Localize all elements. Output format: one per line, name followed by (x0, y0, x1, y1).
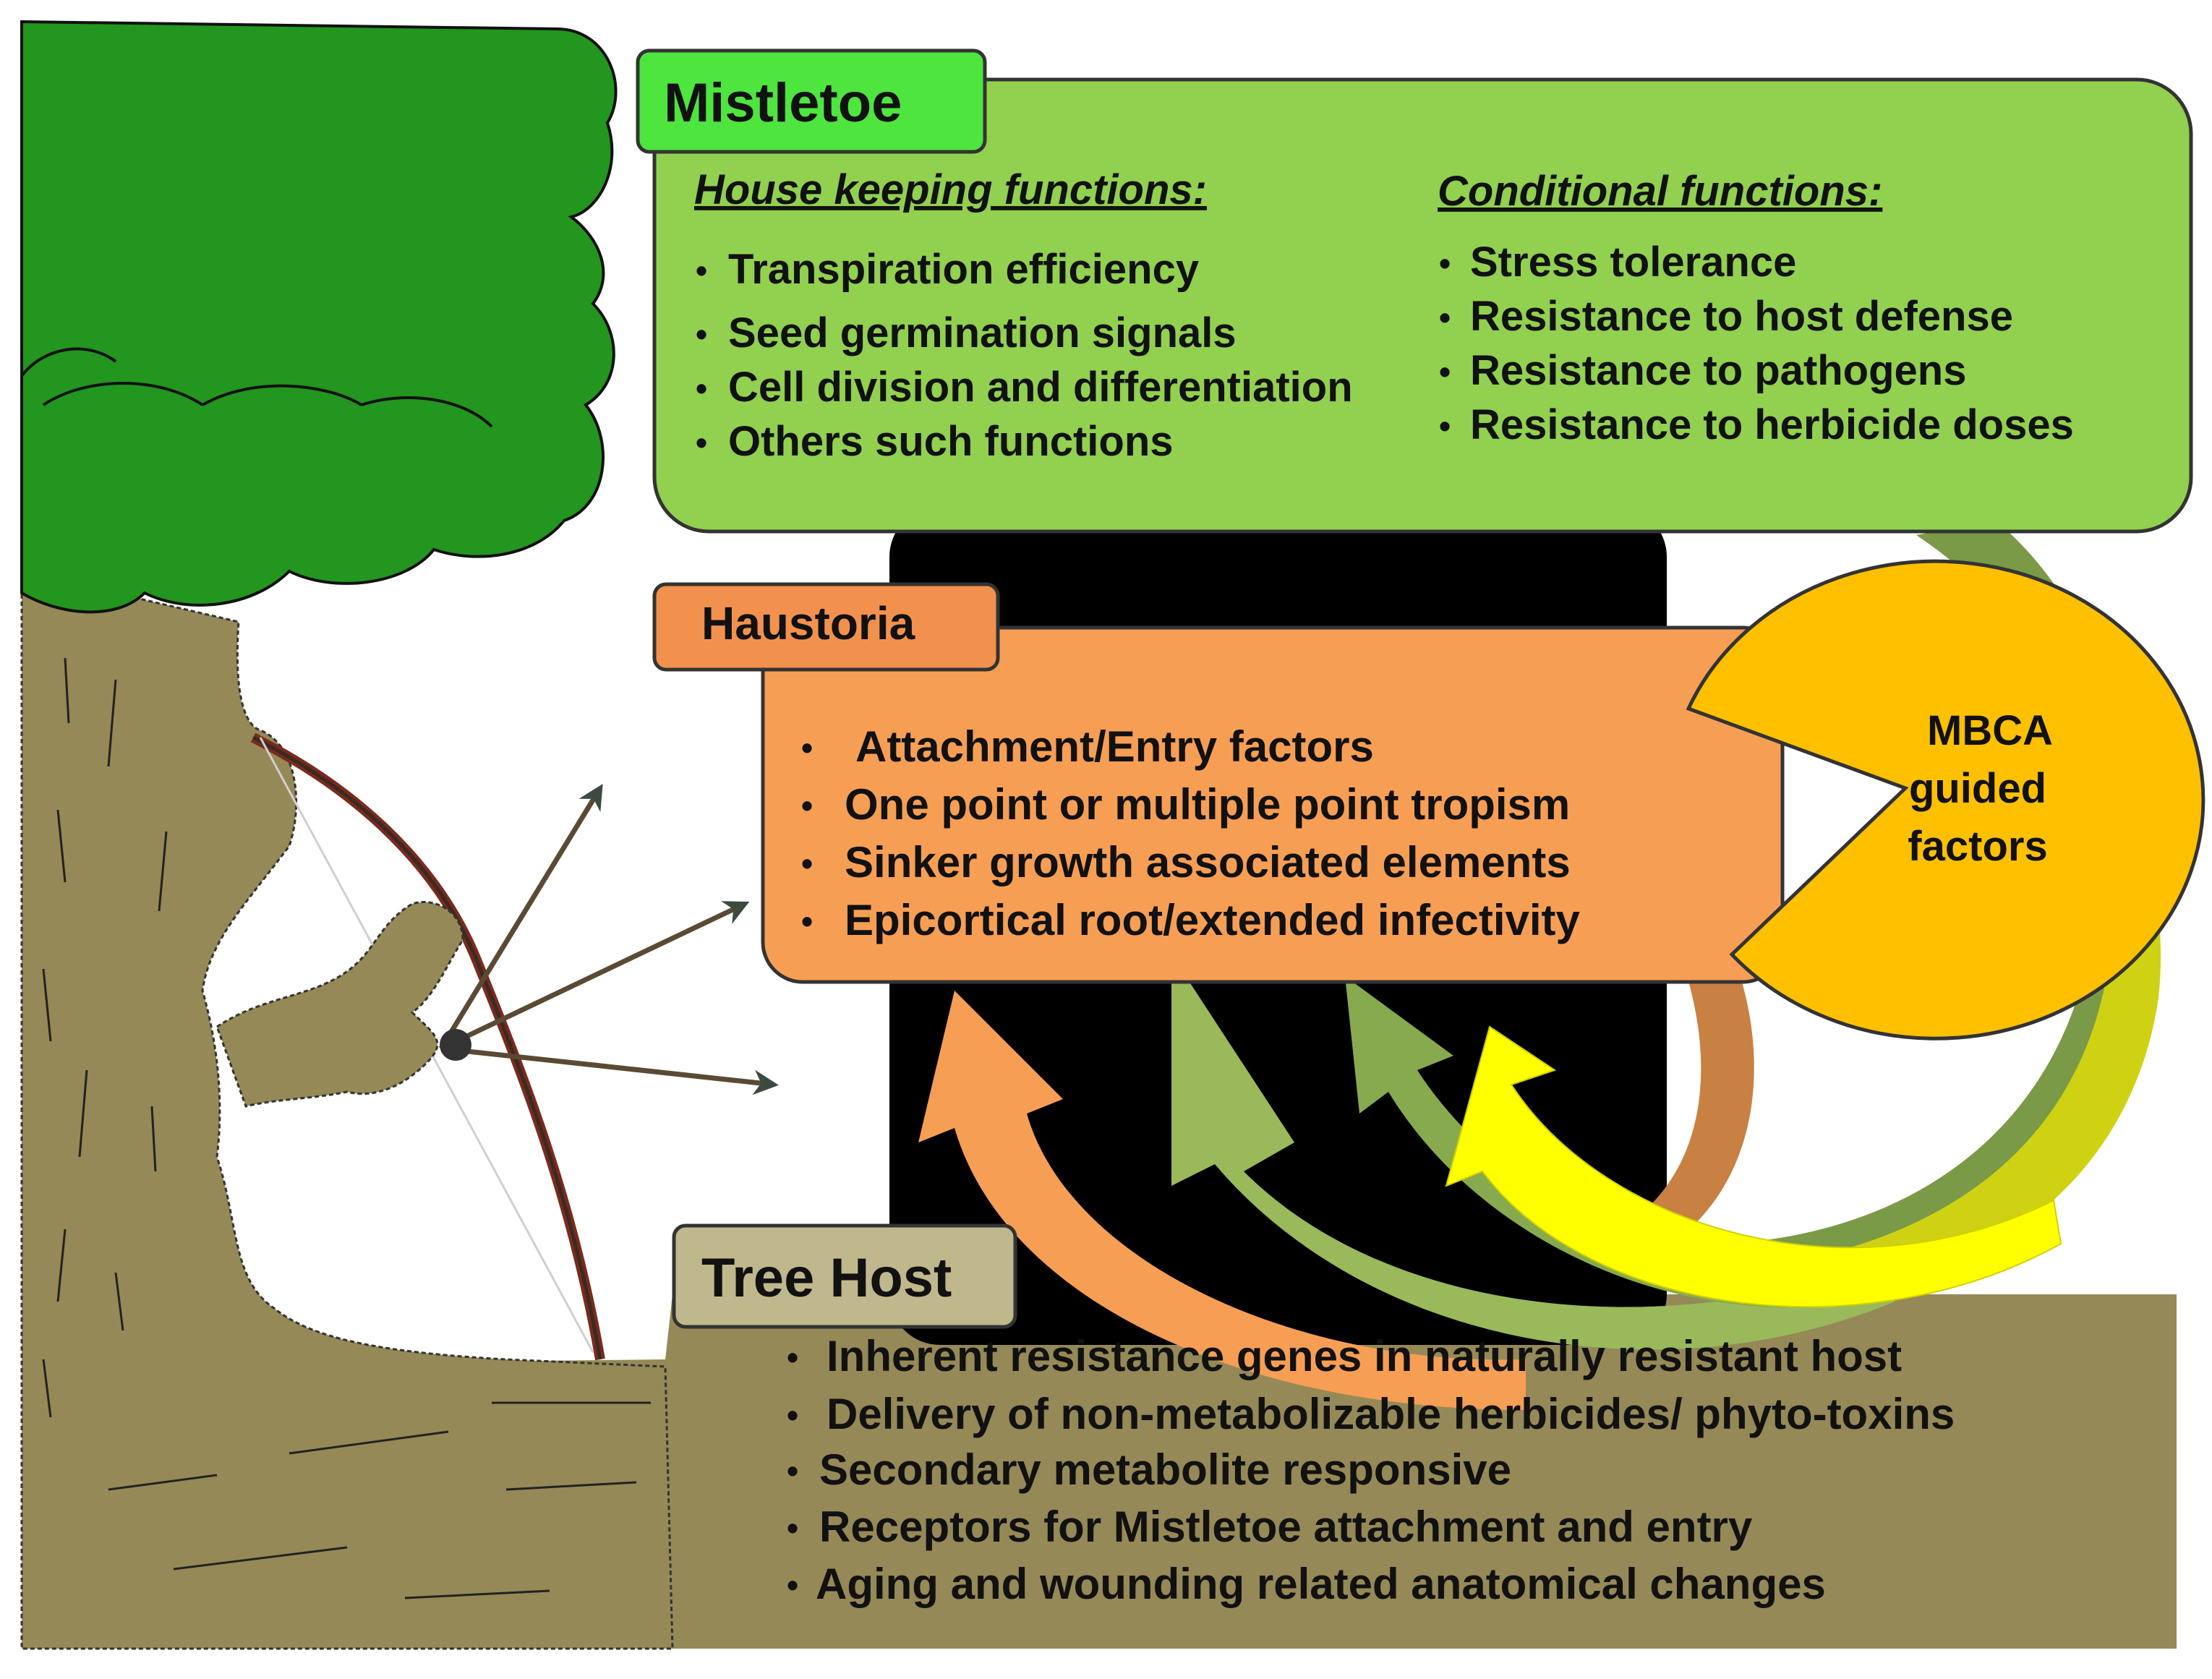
haustoria-title-box (652, 582, 1000, 672)
haustoria-item: Sinker growth associated elements (845, 838, 1571, 887)
mistletoe-title-box (636, 48, 987, 154)
bullet-dot: • (801, 787, 813, 824)
arrow-yellow-to-haustoria (1445, 1025, 2062, 1308)
tree-trunk (20, 570, 674, 1650)
conditional-item: Resistance to pathogens (1470, 347, 1966, 394)
bullet-dot: • (1439, 244, 1451, 282)
arrow-orange-to-haustoria (918, 991, 1526, 1410)
tree-branch-arm (215, 900, 464, 1108)
tree-host-list: • Inherent resistance genes in naturally… (787, 1332, 1955, 1608)
arrow-olive-to-mistletoe (1728, 521, 2134, 1294)
bark-lines (42, 657, 651, 1599)
bullet-dot: • (801, 902, 813, 940)
mbca-pacman (1686, 559, 2205, 1041)
tree-host-title-box (672, 1223, 1017, 1329)
tree-host-item: Secondary metabolite responsive (819, 1445, 1511, 1494)
haustoria-item: One point or multiple point tropism (845, 780, 1570, 829)
housekeeping-item: Seed germination signals (728, 309, 1237, 356)
haustoria-list: • Attachment/Entry factors • One point o… (801, 722, 1581, 944)
housekeeping-list: • Transpiration efficiency • Seed germin… (696, 246, 1353, 465)
tree-host-item: Aging and wounding related anatomical ch… (816, 1560, 1826, 1608)
conditional-item: Resistance to host defense (1470, 293, 2013, 340)
bullet-dot: • (696, 369, 707, 407)
haustoria-title: Haustoria (701, 597, 915, 649)
housekeeping-heading: House keeping functions: (694, 166, 1207, 213)
arrow-green-to-haustoria (1171, 954, 1895, 1350)
tree-host-item: Inherent resistance genes in naturally r… (827, 1332, 1902, 1380)
conditional-list: • Stress tolerance • Resistance to host … (1439, 239, 2074, 448)
bow-and-arrows (250, 732, 779, 1361)
bullet-dot: • (1439, 299, 1451, 336)
mistletoe-box (652, 77, 2193, 534)
tree-host-title: Tree Host (701, 1247, 952, 1309)
mbca-label-line2: guided (1909, 765, 2046, 812)
bullet-dot: • (787, 1509, 798, 1547)
bullet-dot: • (801, 845, 813, 882)
bullet-dot: • (787, 1452, 798, 1490)
housekeeping-item: Others such functions (728, 418, 1174, 465)
mbca-label-line3: factors (1908, 823, 2047, 870)
arrow-yellow-olive-to-mistletoe (1772, 752, 2161, 1302)
tree-host-item: Receptors for Mistletoe attachment and e… (819, 1503, 1753, 1551)
arrow-brown (1591, 962, 1754, 1273)
haustoria-item: Epicortical root/extended infectivity (845, 896, 1581, 944)
conditional-item: Stress tolerance (1470, 239, 1796, 286)
haustoria-box (761, 625, 1785, 984)
housekeeping-item: Cell division and differentiation (728, 364, 1353, 411)
conditional-heading: Conditional functions: (1438, 168, 1882, 215)
bullet-dot: • (787, 1566, 798, 1604)
conditional-item: Resistance to herbicide doses (1470, 401, 2074, 448)
bullet-dot: • (787, 1338, 798, 1376)
mistletoe-title: Mistletoe (664, 72, 902, 134)
mbca-label-line1: MBCA (1927, 707, 2053, 754)
bullet-dot: • (1439, 353, 1451, 390)
bullet-dot: • (696, 252, 707, 289)
bullet-dot: • (696, 424, 707, 461)
bullet-dot: • (801, 729, 813, 766)
tree-host-item: Delivery of non-metabolizable herbicides… (827, 1390, 1955, 1438)
bullet-dot: • (696, 315, 707, 353)
bullet-dot: • (787, 1396, 798, 1434)
tree-foliage (20, 20, 618, 614)
bullet-dot: • (1439, 407, 1451, 445)
housekeeping-item: Transpiration efficiency (728, 246, 1199, 293)
haustoria-item: Attachment/Entry factors (855, 722, 1374, 771)
